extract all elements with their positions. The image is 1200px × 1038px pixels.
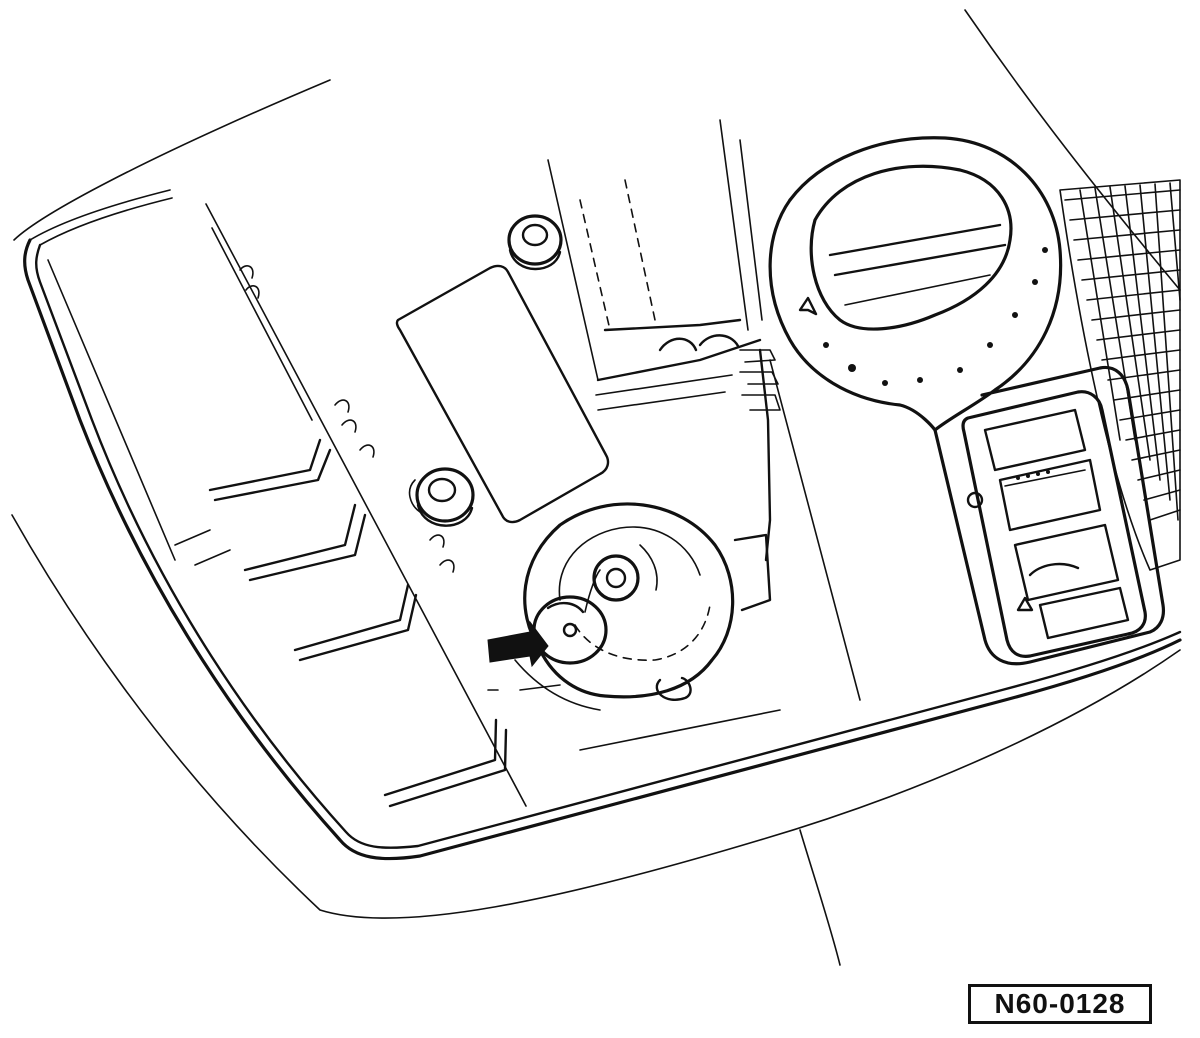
actuator-motor [515,504,733,710]
figure-reference-label: N60-0128 [994,988,1126,1019]
light-switch-knob [770,138,1163,664]
mounting-screw-lower [410,469,473,526]
actuator-bracket [548,120,780,610]
figure-reference-box: N60-0128 [968,984,1152,1024]
arrow-icon [487,620,549,668]
grille-icon [1060,180,1180,570]
mounting-screw-upper [509,216,561,269]
panel-frame [25,190,1180,859]
left-panel-section [48,204,526,806]
console-housing [12,10,1180,965]
panel-lower-edges [488,360,860,750]
label-plate [397,266,608,522]
knob-icon [534,597,606,663]
